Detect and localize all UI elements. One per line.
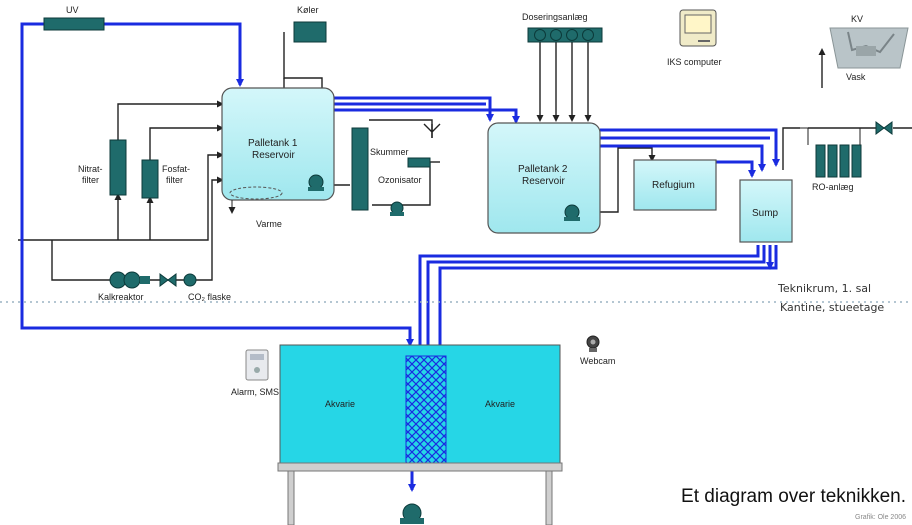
kantine-label: Kantine, stueetage bbox=[780, 301, 884, 314]
palletank1-label-1: Palletank 1 bbox=[248, 138, 298, 149]
kv-label: KV bbox=[851, 14, 863, 24]
ozonizer bbox=[407, 157, 431, 168]
akvarie-right-label: Akvarie bbox=[485, 399, 515, 409]
phosphate-filter bbox=[141, 159, 159, 199]
ro-label: RO-anlæg bbox=[812, 182, 854, 192]
aquarium-stand bbox=[277, 462, 563, 525]
pump-icon bbox=[390, 201, 404, 216]
chiller bbox=[293, 21, 327, 43]
sump-label: Sump bbox=[752, 208, 779, 219]
co2-bottle bbox=[183, 273, 197, 287]
akvarie-left-label: Akvarie bbox=[325, 399, 355, 409]
nitrate-filter bbox=[109, 139, 127, 196]
computer-icon bbox=[679, 9, 717, 47]
pump-icon bbox=[308, 174, 324, 191]
pump-icon bbox=[400, 503, 424, 524]
co2-label: CO₂ flaske bbox=[188, 292, 231, 302]
valve-icon bbox=[159, 273, 177, 287]
diagram-caption: Et diagram over teknikken. bbox=[681, 486, 906, 507]
pump-icon bbox=[564, 204, 580, 221]
heater-icon bbox=[229, 186, 283, 200]
protein-skimmer bbox=[351, 127, 369, 211]
chiller-label: Køler bbox=[297, 5, 319, 15]
dosing-label: Doseringsanlæg bbox=[522, 12, 588, 22]
calcium-reactor bbox=[109, 271, 150, 289]
fosfat-label-2: filter bbox=[166, 175, 183, 185]
uv-label: UV bbox=[66, 5, 79, 15]
sump bbox=[739, 179, 793, 243]
valve-icon bbox=[875, 121, 893, 135]
nitrat-label-2: filter bbox=[82, 175, 99, 185]
teknikrum-label: Teknikrum, 1. sal bbox=[777, 282, 871, 295]
ozonisator-label: Ozonisator bbox=[378, 175, 422, 185]
diagram-credit: Grafik: Ole 2006 bbox=[855, 514, 906, 521]
palletank-1 bbox=[221, 87, 335, 201]
alarm-label: Alarm, SMS bbox=[231, 387, 279, 397]
alarm-icon bbox=[245, 349, 269, 381]
overflow-column bbox=[405, 355, 447, 464]
ro-unit bbox=[800, 127, 862, 178]
skummer-label: Skummer bbox=[370, 147, 409, 157]
refugium bbox=[633, 159, 717, 211]
palletank1-label-2: Reservoir bbox=[252, 150, 295, 161]
computer-label: IKS computer bbox=[667, 57, 722, 67]
palletank2-label-1: Palletank 2 bbox=[518, 164, 568, 175]
nitrat-label-1: Nitrat- bbox=[78, 164, 103, 174]
webcam-icon bbox=[586, 335, 600, 352]
vask-label: Vask bbox=[846, 72, 866, 82]
black-tubing bbox=[18, 22, 912, 281]
uv-sterilizer bbox=[43, 17, 105, 31]
webcam-label: Webcam bbox=[580, 356, 615, 366]
dosing-system bbox=[527, 27, 603, 43]
varme-label: Varme bbox=[256, 219, 282, 229]
palletank2-label-2: Reservoir bbox=[522, 176, 565, 187]
refugium-label: Refugium bbox=[652, 180, 695, 191]
kalkreaktor-label: Kalkreaktor bbox=[98, 292, 144, 302]
fosfat-label-1: Fosfat- bbox=[162, 164, 190, 174]
sink-icon bbox=[829, 27, 909, 69]
